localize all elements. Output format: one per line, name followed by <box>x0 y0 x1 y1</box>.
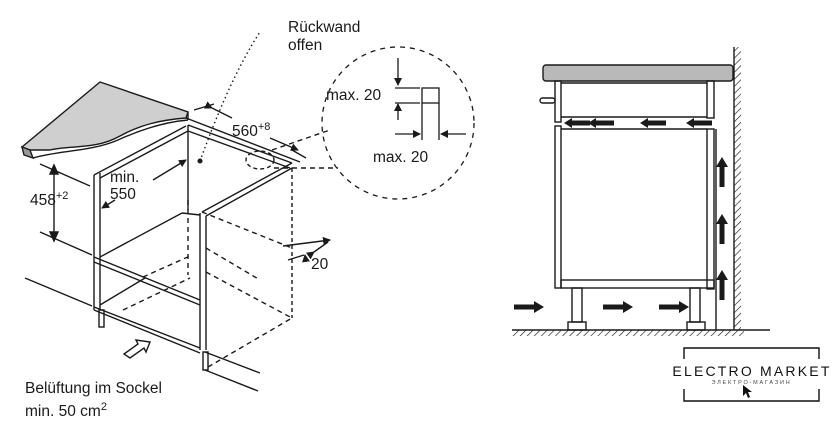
watermark-title: ELECTRO MARKET <box>667 363 837 379</box>
rear-upflow-arrow <box>716 270 728 300</box>
width-tolerance: +8 <box>257 121 271 133</box>
height-value: 458 <box>30 192 56 209</box>
detail-horizontal-label: max. 20 <box>373 149 429 166</box>
ventilation-value: min. 50 cm <box>25 403 101 420</box>
height-tolerance: +2 <box>55 190 69 202</box>
top-return-arrow <box>564 118 590 128</box>
rear-wall-label-line1: Rückwand <box>288 19 361 36</box>
top-return-arrow <box>640 118 666 128</box>
worktop <box>20 81 189 151</box>
left-cabinet-view <box>20 31 338 392</box>
floor-inflow-arrow <box>603 301 633 313</box>
ventilation-label-line1: Belüftung im Sockel <box>25 380 162 397</box>
watermark-subtitle: ЭЛЕКТРО-МАГАЗИН <box>711 380 792 386</box>
floor-inflow-arrow <box>514 301 544 313</box>
height-dimension-label: 458+2 <box>30 187 68 210</box>
width-dimension-label: 560+8 <box>232 118 270 141</box>
depth-label-line1: min. <box>110 169 140 186</box>
top-return-arrow <box>686 118 712 128</box>
airflow-arrows <box>514 118 728 313</box>
floor-inflow-arrow <box>659 301 689 313</box>
right-section-view <box>512 47 770 336</box>
detail-circle <box>321 46 475 200</box>
detail-vertical-label: max. 20 <box>326 87 382 104</box>
ventilation-label-line2: min. 50 cm2 <box>25 398 107 421</box>
depth-label-line2: 550 <box>110 186 136 203</box>
top-return-arrow <box>588 118 614 128</box>
gap-dimension-label: 20 <box>311 256 329 273</box>
rear-wall-label-line2: offen <box>288 37 323 54</box>
rear-upflow-arrow <box>716 157 728 187</box>
watermark-logo: ELECTRO MARKET ЭЛЕКТРО-МАГАЗИН <box>667 347 837 402</box>
rear-upflow-arrow <box>716 214 728 244</box>
ventilation-unit-superscript: 2 <box>100 401 107 413</box>
width-value: 560 <box>232 123 258 140</box>
